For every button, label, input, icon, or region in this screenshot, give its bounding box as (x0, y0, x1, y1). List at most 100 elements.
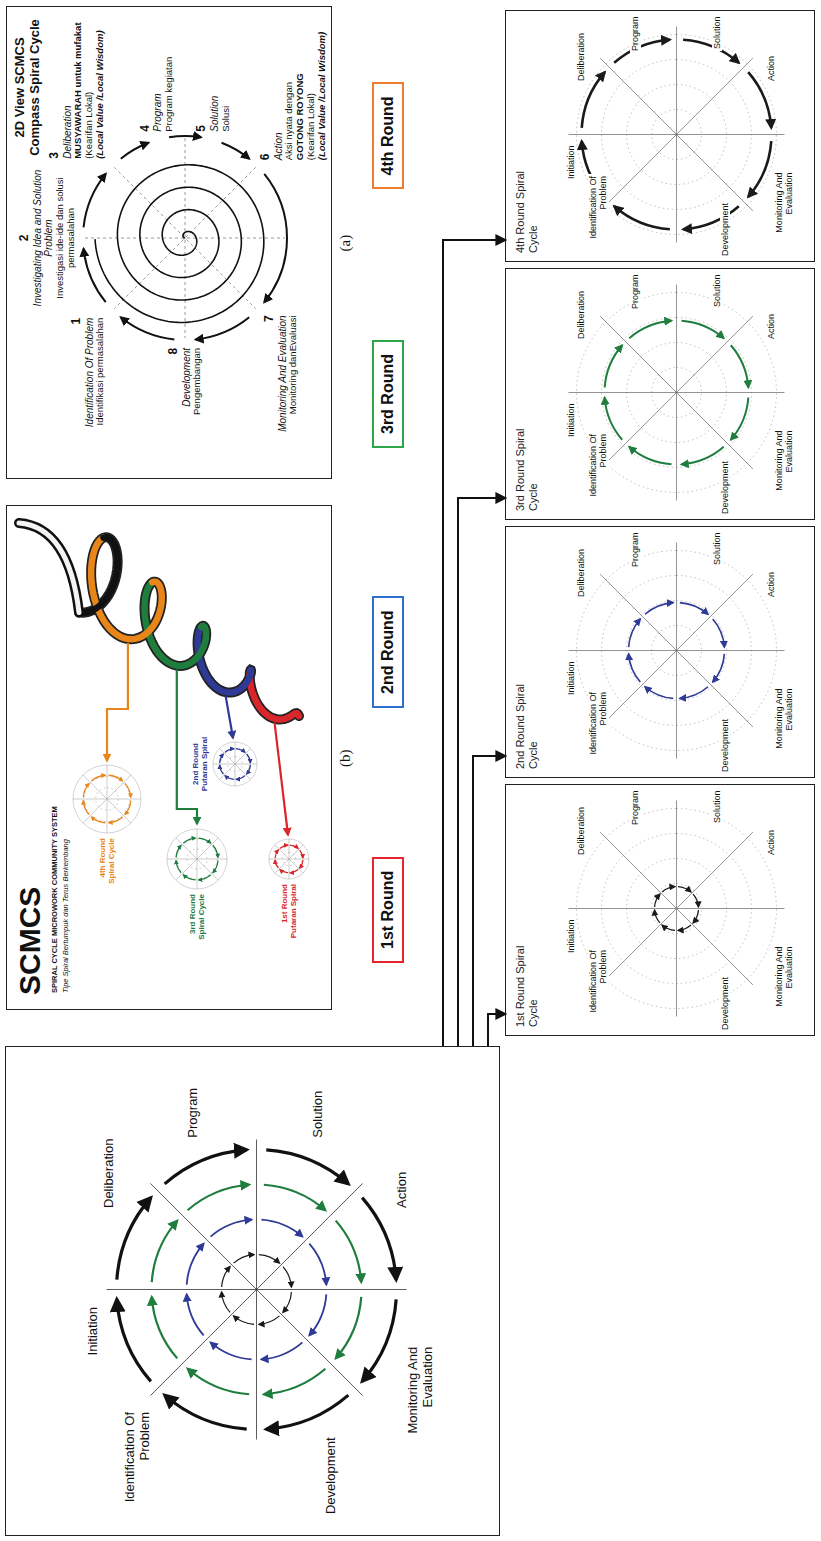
compass-axis (83, 775, 131, 823)
phase-label: Identification Of Problem (123, 1410, 153, 1532)
step-label: GOTONG ROYONG (295, 32, 306, 160)
step-label: Monitoring And Evaluation (277, 315, 289, 431)
step-label: Pengembangan (192, 348, 203, 415)
connector-arrow (488, 1014, 505, 1046)
cycle-arrow (222, 1292, 231, 1313)
step-label: (Local Value /Local Wisdom) (95, 22, 106, 158)
illustration-panel: SCMCSSPIRAL CYCLE MICROWORK COMMUNITY SY… (6, 505, 332, 1010)
cycle-arrow (211, 1220, 252, 1237)
round-tag-text: 1st Round (379, 871, 397, 949)
cycle-arrow (655, 910, 660, 923)
phase-label: Initiation (86, 1305, 101, 1357)
round-tag: 2nd Round (372, 596, 404, 708)
cycle-arrow (731, 345, 748, 387)
phase-label: Monitoring And Evaluation (774, 171, 795, 255)
cycle-arrow (152, 1221, 178, 1283)
phase-label: Solution (712, 530, 722, 567)
mini-cycle-arrow (220, 754, 224, 763)
coil-tail (19, 523, 79, 613)
coil-turn (91, 538, 162, 639)
step-group: 1Identification Of ProblemIdentifikasi p… (70, 318, 106, 428)
cycle-arrow (731, 398, 748, 440)
cycle-arrow (662, 925, 675, 930)
phase-label: Identification Of Problem (588, 690, 609, 774)
cycle-arrow (362, 1299, 396, 1381)
subtitle: Tipe Spiral Bertumpuk dan Terus Berkemba… (62, 839, 71, 993)
connector-arrow (443, 240, 505, 1046)
step-label: Solution (209, 96, 221, 132)
cycle-arrow (629, 619, 641, 647)
phase-label: Action (766, 54, 776, 83)
phase-label: Identification Of Problem (588, 948, 609, 1032)
phase-label: Monitoring And Evaluation (774, 945, 795, 1029)
cycle-arrow (629, 654, 641, 682)
phase-label: Initiation (566, 401, 576, 439)
step-group: 8DevelopmentPengembangan (167, 348, 203, 415)
round-tag: 4th Round (372, 82, 404, 189)
mini-cycle-arrow (176, 860, 181, 872)
phase-label: Development (324, 1435, 339, 1516)
subtitle: SPIRAL CYCLE MICROWORK COMMUNITY SYSTEM (51, 806, 60, 993)
phase-label: Monitoring And Evaluation (774, 429, 795, 513)
round-tag-text: 2nd Round (379, 610, 397, 694)
cycle-arrow (283, 1292, 292, 1313)
phase-label: Solution (712, 14, 722, 51)
cycle-arrow (336, 1297, 362, 1359)
round-cycle-panel: 3rd Round Spiral CycleIdentification Of … (505, 268, 815, 520)
outer-cycle-arrow (264, 174, 287, 302)
figure-part-label: (a) (337, 235, 354, 252)
compass-axis (275, 845, 303, 873)
mini-cycle-arrow (109, 817, 123, 823)
phase-label: Initiation (566, 659, 576, 697)
spiral-diagram-panel: 2D View SCMCS Compass Spiral Cycle 1Ident… (6, 6, 332, 479)
step-label: Investigating Idea and Solution Problem (32, 163, 55, 313)
panel-title: 3rd Round Spiral Cycle (514, 423, 539, 511)
outer-cycle-arrow (222, 143, 250, 159)
outer-cycle-arrow (121, 143, 149, 159)
cycle-arrow (678, 925, 691, 930)
cycle-arrow (682, 321, 724, 338)
mini-cycle-arrow (91, 817, 105, 823)
cycle-arrow (655, 894, 660, 907)
cycle-arrow (187, 1244, 204, 1285)
cycle-arrow (211, 1342, 252, 1359)
compass-axis (600, 58, 753, 211)
round-tag-text: 3rd Round (379, 354, 397, 434)
step-label: Investigasi ide-ide dan solusi permasala… (55, 163, 77, 313)
phase-label: Development (720, 975, 730, 1032)
step-number: 3 (48, 22, 62, 158)
round-caption: 3rd Round Spiral Cycle (188, 894, 206, 952)
mini-cycle-arrow (213, 860, 218, 872)
phase-label: Action (395, 1170, 410, 1210)
compass-axis (150, 1183, 362, 1395)
panel-title: 2D View SCMCS Compass Spiral Cycle (13, 15, 43, 160)
mini-cycle-arrow (300, 850, 303, 858)
step-group: 7Monitoring And EvaluationMonitoring dan… (263, 315, 299, 431)
mini-cycle-arrow (247, 765, 251, 774)
phase-label: Development (720, 459, 730, 516)
cycle-arrow (266, 1150, 348, 1184)
mini-cycle-arrow (300, 860, 303, 868)
coil-tail (19, 523, 79, 613)
panel-title: 1st Round Spiral Cycle (514, 939, 539, 1027)
phase-label: Program (630, 530, 640, 569)
cycle-arrow (264, 1369, 326, 1395)
phase-label: Deliberation (576, 31, 586, 83)
mini-cycle-arrow (109, 775, 123, 781)
cycle-arrow (693, 894, 698, 907)
cycle-arrow (117, 1198, 151, 1280)
cycle-arrow (188, 1369, 250, 1395)
cycle-arrow (605, 345, 622, 387)
cycle-arrow (261, 1342, 302, 1359)
mini-cycle-arrow (183, 875, 195, 880)
phase-label: Deliberation (576, 547, 586, 599)
connector-arrow (473, 756, 505, 1046)
step-label: Program (152, 57, 164, 132)
mini-cycle-arrow (83, 783, 89, 797)
mini-cycle-arrow (280, 870, 288, 873)
phase-label: Initiation (566, 143, 576, 181)
mini-cycle-arrow (125, 801, 131, 815)
step-label: Development (181, 348, 193, 415)
phase-label: Initiation (566, 917, 576, 955)
coil-outline (79, 537, 299, 719)
